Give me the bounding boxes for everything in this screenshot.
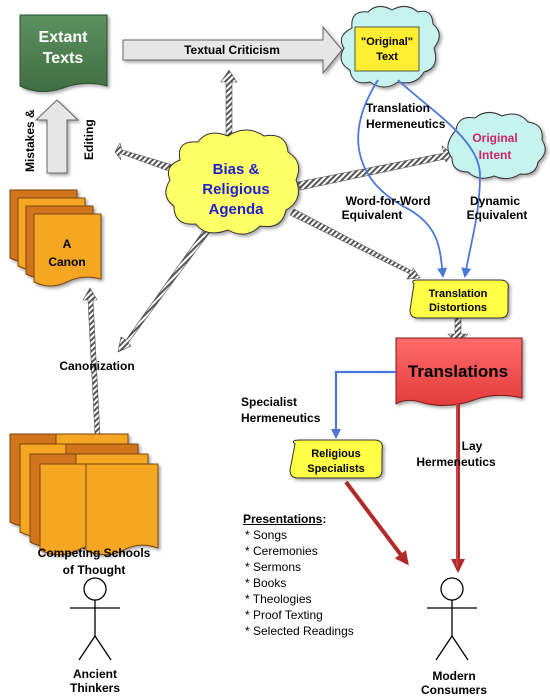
presentations-item: * Selected Readings bbox=[245, 624, 354, 638]
canonization-label: Canonization bbox=[59, 359, 134, 373]
original-intent-line1: Original bbox=[472, 131, 517, 145]
presentations-item: * Theologies bbox=[245, 592, 312, 606]
lay-hermeneutics-arrow bbox=[451, 404, 465, 573]
mistakes-label: Mistakes & bbox=[23, 109, 37, 172]
translation-hermeneutics-line1: Translation bbox=[366, 101, 430, 115]
original-text-cloud bbox=[340, 6, 440, 88]
word-for-word-line1: Word-for-Word bbox=[346, 194, 431, 208]
bias-line2: Religious bbox=[202, 181, 270, 198]
bias-line3: Agenda bbox=[208, 201, 264, 218]
extant-texts-line1: Extant bbox=[39, 29, 89, 46]
specialist-hermeneutics-arrow bbox=[331, 370, 396, 439]
modern-consumers-line2: Consumers bbox=[421, 683, 487, 696]
modern-consumers-line1: Modern bbox=[432, 669, 475, 683]
translation-distortions-line2: Distortions bbox=[429, 302, 487, 314]
presentations-item: * Proof Texting bbox=[245, 608, 323, 622]
word-for-word-line2: Equivalent bbox=[342, 208, 403, 222]
presentations-item: * Ceremonies bbox=[245, 544, 318, 558]
dynamic-line1: Dynamic bbox=[470, 194, 520, 208]
canon-line2: Canon bbox=[48, 255, 85, 269]
editing-label: Editing bbox=[82, 119, 96, 160]
ancient-thinkers-figure bbox=[70, 577, 120, 661]
textual-criticism-label: Textual Criticism bbox=[184, 43, 280, 57]
presentations-item: * Books bbox=[245, 576, 287, 590]
translation-distortions-node bbox=[409, 279, 509, 319]
translations-node bbox=[395, 337, 523, 406]
competing-schools-line2: of Thought bbox=[63, 563, 126, 577]
translation-distortions-line1: Translation bbox=[429, 288, 488, 300]
religious-specialists-node bbox=[289, 439, 383, 479]
dynamic-line2: Equivalent bbox=[467, 208, 528, 222]
competing-schools-stack bbox=[9, 433, 159, 556]
presentations-title-text: Presentations bbox=[243, 512, 323, 526]
original-text-line2: Text bbox=[376, 51, 398, 63]
presentations-title-colon: : bbox=[322, 512, 327, 526]
original-text-line1: "Original" bbox=[361, 36, 413, 48]
extant-texts-line2: Texts bbox=[43, 50, 84, 67]
bias-cloud bbox=[165, 129, 300, 235]
ancient-thinkers-line1: Ancient bbox=[73, 667, 117, 681]
translations-label: Translations bbox=[408, 362, 508, 381]
lay-hermeneutics-line2: Hermeneutics bbox=[416, 455, 496, 469]
lay-hermeneutics-line1: Lay bbox=[462, 439, 483, 453]
mistakes-editing-arrow: Mistakes & Editing bbox=[23, 99, 96, 174]
canon-line1: A bbox=[63, 237, 72, 251]
original-intent-cloud bbox=[447, 112, 546, 180]
presentations-item: * Sermons bbox=[245, 560, 302, 574]
translation-hermeneutics-line2: Hermeneutics bbox=[366, 117, 446, 131]
religious-specialists-line1: Religious bbox=[311, 448, 361, 460]
specialist-hermeneutics-line2: Hermeneutics bbox=[241, 411, 321, 425]
competing-schools-line1: Competing Schools bbox=[38, 546, 151, 560]
ancient-thinkers-line2: Thinkers bbox=[70, 681, 120, 695]
modern-consumers-figure bbox=[427, 577, 477, 661]
original-intent-line2: Intent bbox=[479, 148, 512, 162]
extant-texts-node bbox=[19, 14, 108, 92]
religious-specialists-line2: Specialists bbox=[307, 463, 364, 475]
specialist-hermeneutics-line1: Specialist bbox=[241, 395, 297, 409]
canon-stack bbox=[9, 189, 102, 287]
bias-line1: Bias & bbox=[213, 161, 260, 178]
presentations-list: Presentations: * Songs * Ceremonies * Se… bbox=[243, 511, 354, 639]
specialists-to-consumers-arrow bbox=[344, 480, 409, 566]
presentations-title: Presentations: bbox=[243, 511, 354, 527]
translation-hermeneutics-arrows bbox=[357, 79, 481, 278]
textual-criticism-arrow: Textual Criticism bbox=[122, 25, 343, 75]
presentations-item: * Songs bbox=[245, 528, 288, 542]
